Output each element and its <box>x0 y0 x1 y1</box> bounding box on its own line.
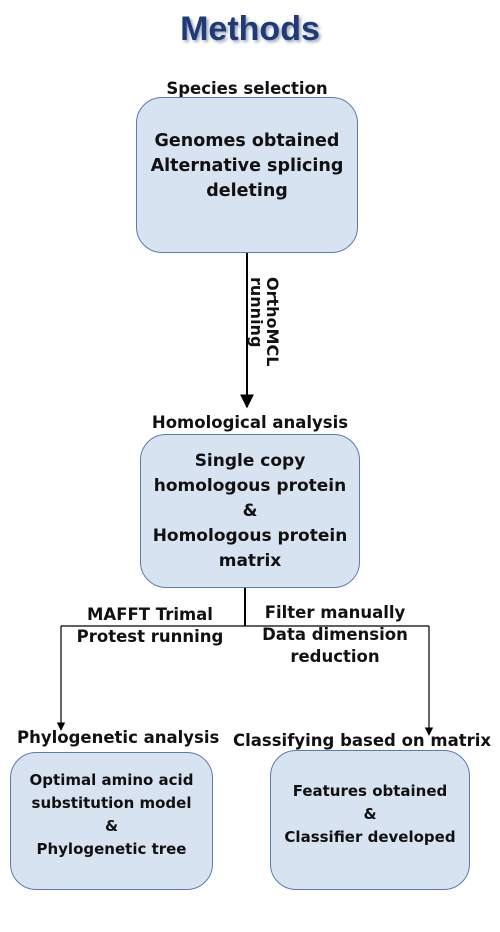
species-selection-label: Species selection <box>166 79 328 98</box>
phylogenetic-analysis-label: Phylogenetic analysis <box>17 728 220 747</box>
box-line: Alternative splicing <box>150 155 344 176</box>
species-selection-box: Genomes obtained Alternative splicing de… <box>136 97 358 253</box>
edge-line: running <box>247 277 266 348</box>
box-line: Single copy <box>194 450 306 471</box>
box-line: Phylogenetic tree <box>36 840 187 858</box>
classifying-label: Classifying based on matrix <box>233 731 492 750</box>
box-line: & <box>104 817 119 835</box>
box-line: & <box>363 804 377 823</box>
edge-line: OrthoMCL <box>263 277 282 367</box>
box-line: substitution model <box>31 794 192 812</box>
box-line: Homologous protein <box>152 525 348 546</box>
edge-line: Filter manually <box>264 603 406 622</box>
edge-line: Data dimension <box>262 625 408 644</box>
diagram-title: Methods <box>180 10 320 48</box>
homological-analysis-label: Homological analysis <box>151 413 349 432</box>
box-line: matrix <box>218 550 282 571</box>
box-line: Classifier developed <box>284 827 456 846</box>
box-line: homologous protein <box>153 475 347 496</box>
box-line: Optimal amino acid <box>29 771 194 789</box>
phylogenetic-analysis-box: Optimal amino acid substitution model & … <box>10 752 213 890</box>
edge-line: Protest running <box>76 627 224 646</box>
right-edge-label: Filter manually Data dimension reduction <box>250 602 420 668</box>
edge-line: MAFFT Trimal <box>87 605 213 624</box>
edge-line: reduction <box>290 647 380 666</box>
homological-analysis-box: Single copy homologous protein & Homolog… <box>140 434 360 588</box>
box-line: & <box>242 500 258 521</box>
left-edge-label: MAFFT Trimal Protest running <box>60 604 240 648</box>
orthomcl-edge-label: OrthoMCL running <box>247 277 282 367</box>
box-line: Genomes obtained <box>154 130 340 151</box>
box-line: deleting <box>206 180 288 201</box>
box-line: Features obtained <box>292 781 448 800</box>
classifying-box: Features obtained & Classifier developed <box>270 750 470 890</box>
